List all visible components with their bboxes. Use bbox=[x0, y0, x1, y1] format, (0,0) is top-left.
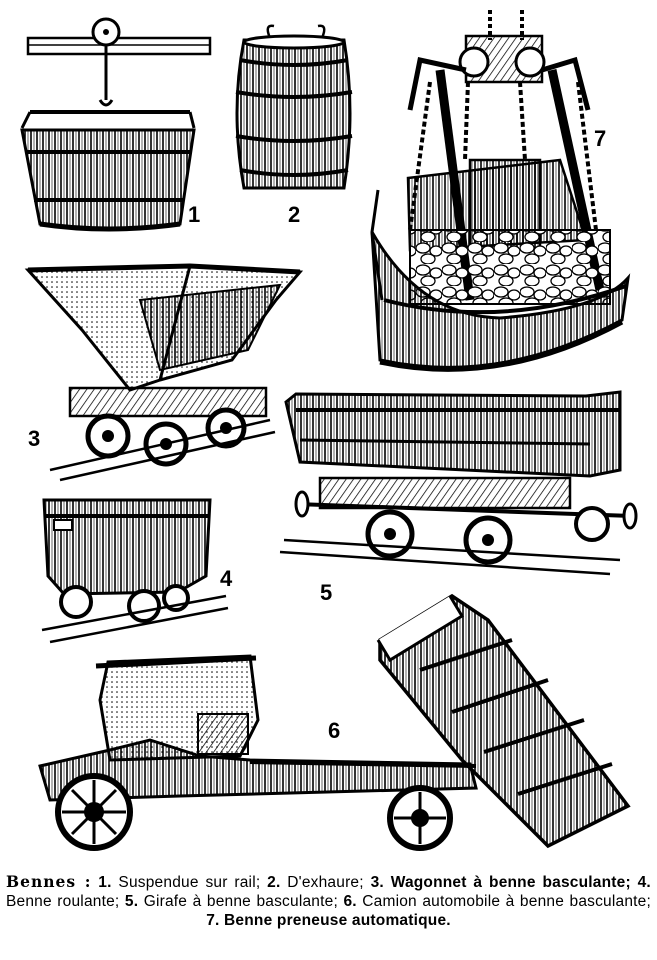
figure-number-1: 1 bbox=[188, 202, 200, 227]
caption-title: Bennes : bbox=[6, 872, 92, 891]
caption-text-4: Benne roulante; bbox=[6, 893, 120, 910]
caption-text-2: D'exhaure; bbox=[287, 874, 364, 891]
figure-1-rail-bucket bbox=[20, 17, 212, 232]
figure-3-tipping-wagon bbox=[24, 263, 304, 482]
caption-num-7: 7. bbox=[206, 912, 220, 929]
caption-text-5: Girafe à benne basculante; bbox=[143, 893, 338, 910]
figure-7-grab-bucket bbox=[370, 10, 631, 372]
figure-2-barrel bbox=[235, 24, 353, 190]
caption-text-7: Benne preneuse automatique. bbox=[224, 912, 451, 929]
figure-number-5: 5 bbox=[320, 580, 332, 605]
caption-num-2: 2. bbox=[267, 874, 281, 891]
engraving-plate: 1 2 3 4 5 6 7 bbox=[20, 10, 638, 851]
caption-num-4: 4. bbox=[637, 874, 651, 891]
figure-6-tipping-truck bbox=[38, 593, 631, 851]
figure-5-giraffe-wagon bbox=[279, 390, 638, 576]
caption-num-1: 1. bbox=[98, 874, 112, 891]
caption-num-3: 3. bbox=[370, 874, 384, 891]
caption: Bennes : 1. Suspendue sur rail; 2. D'exh… bbox=[6, 872, 651, 956]
caption-text-3: Wagonnet à benne basculante; bbox=[390, 874, 631, 891]
figure-4-rolling-bucket bbox=[41, 498, 229, 644]
figure-number-7: 7 bbox=[594, 126, 606, 151]
caption-num-6: 6. bbox=[343, 893, 357, 910]
figure-number-4: 4 bbox=[220, 566, 233, 591]
caption-text-1: Suspendue sur rail; bbox=[118, 874, 261, 891]
figure-number-2: 2 bbox=[288, 202, 300, 227]
figure-number-6: 6 bbox=[328, 718, 340, 743]
caption-num-5: 5. bbox=[124, 893, 139, 910]
figure-number-3: 3 bbox=[28, 426, 40, 451]
caption-text-6: Camion automobile à benne basculante; bbox=[362, 893, 651, 910]
